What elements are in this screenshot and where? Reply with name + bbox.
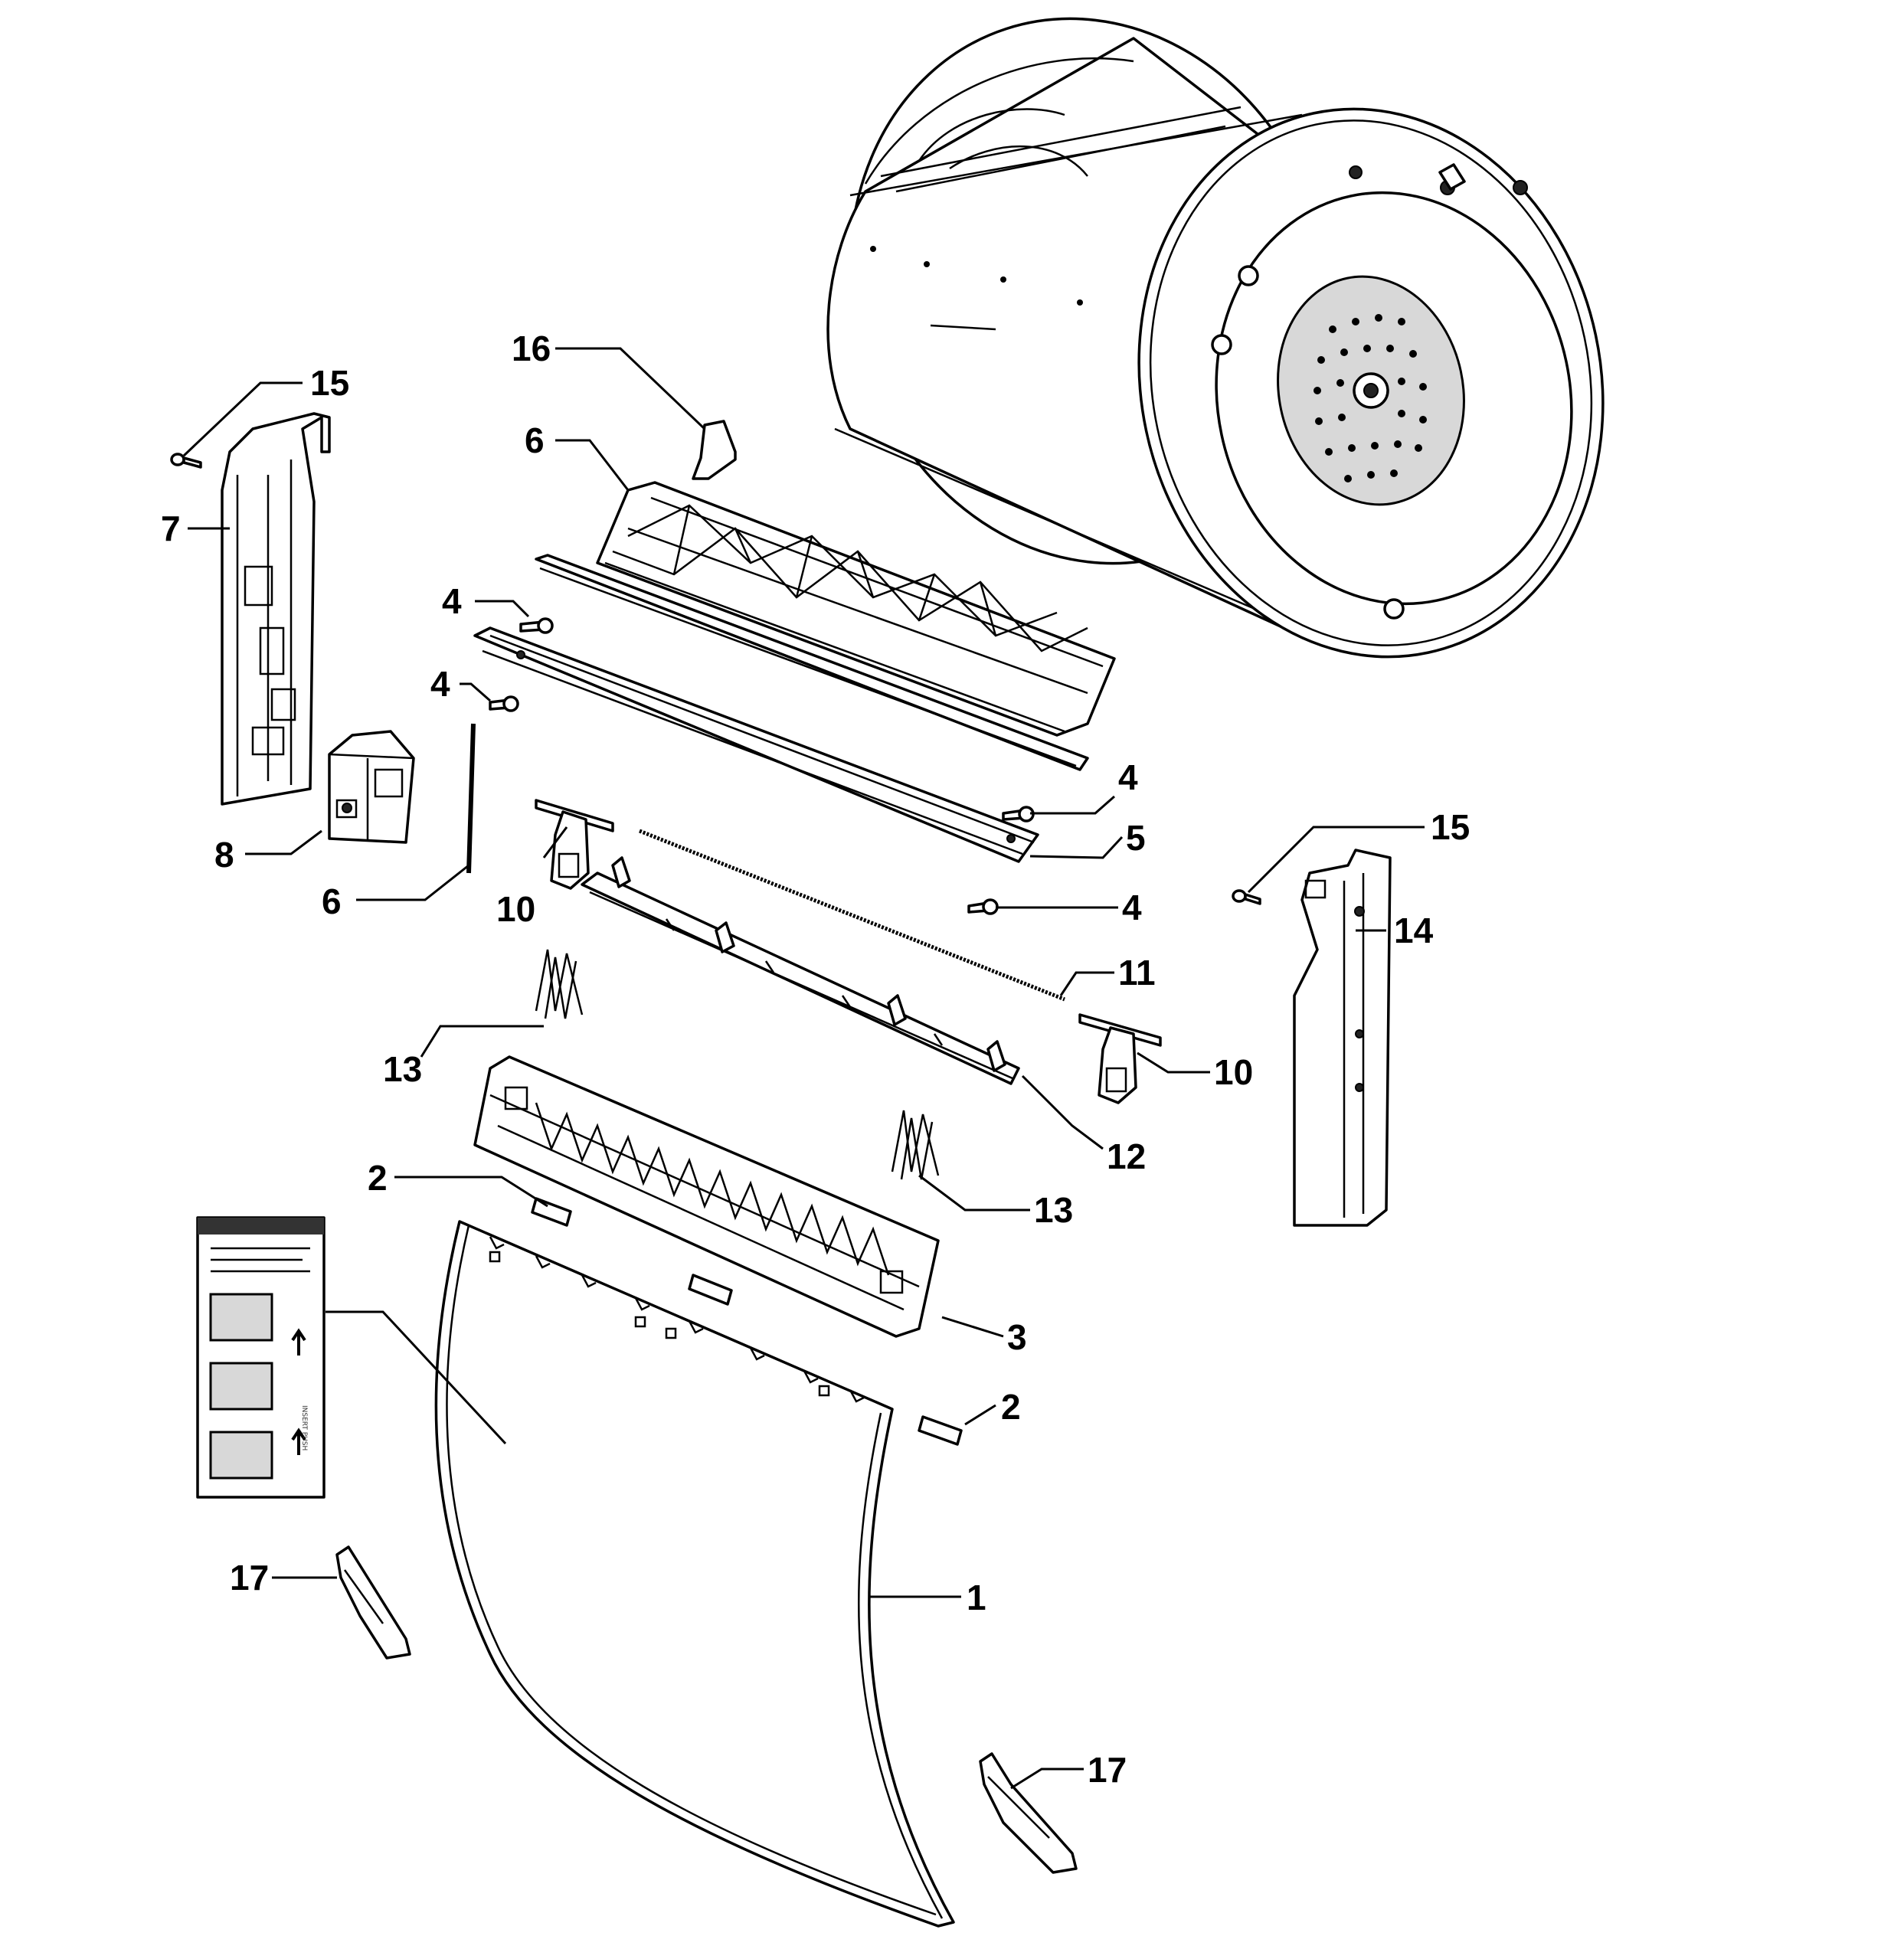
part-4-screw-d <box>967 898 999 915</box>
callout-2-top: 2 <box>368 1158 388 1198</box>
upper-rail <box>535 554 1089 771</box>
callout-13-left: 13 <box>383 1049 422 1089</box>
part-4-screw-b <box>489 695 519 712</box>
drum-assembly <box>826 17 1605 659</box>
part-12-baffle <box>581 856 1020 1085</box>
callout-4-c: 4 <box>1118 757 1138 797</box>
callout-10-right: 10 <box>1214 1052 1253 1092</box>
part-3-lattice-panel <box>473 1055 940 1338</box>
part-16-clip <box>692 420 737 480</box>
part-10-hanger-left <box>535 799 614 890</box>
callout-4-d: 4 <box>1122 888 1142 927</box>
part-4-screw-c <box>1002 806 1035 822</box>
part-2-pin-mid <box>688 1274 733 1306</box>
part-13-spring-left <box>535 949 584 1019</box>
part-6-filter-frame <box>596 481 1116 737</box>
callout-16: 16 <box>512 329 551 368</box>
callout-3: 3 <box>1007 1317 1027 1357</box>
part-8-switch <box>328 730 415 844</box>
leader-lines <box>182 347 1425 1790</box>
callout-1: 1 <box>967 1578 986 1617</box>
callout-6-rod: 6 <box>322 881 342 921</box>
part-2-pin-top <box>531 1197 572 1227</box>
grille-holes <box>1313 314 1427 482</box>
part-5-rail <box>473 626 1039 863</box>
callout-5: 5 <box>1126 818 1146 858</box>
callout-10-left: 10 <box>496 889 535 929</box>
callout-13-right: 13 <box>1034 1190 1073 1230</box>
callout-4-b: 4 <box>430 664 450 704</box>
part-4-screw-a <box>519 617 554 634</box>
part-7-left-bracket <box>221 412 331 806</box>
part-17-glide-left <box>335 1545 411 1660</box>
callout-2-bottom: 2 <box>1001 1387 1021 1427</box>
callout-6-frame: 6 <box>525 420 545 460</box>
callout-7: 7 <box>161 509 181 548</box>
callout-15-left: 15 <box>310 363 349 403</box>
label-arrow-text: INSERT PUSH <box>300 1405 308 1450</box>
callout-12: 12 <box>1107 1136 1146 1176</box>
part-14-right-bracket <box>1293 849 1392 1227</box>
callout-14: 14 <box>1394 911 1434 950</box>
part-13-spring-right <box>891 1110 940 1180</box>
callout-11: 11 <box>1118 953 1156 993</box>
part-1-drum-shell <box>434 1220 955 1928</box>
part-10-hanger-right <box>1078 1013 1162 1104</box>
callout-4-a: 4 <box>442 581 462 621</box>
instruction-label: INSERT PUSH <box>196 1216 326 1499</box>
callout-15-right: 15 <box>1431 807 1470 847</box>
part-11-wire <box>639 829 1065 1002</box>
part-6-rod <box>466 723 476 874</box>
callout-numbers: 15 7 8 6 16 6 4 4 4 4 5 10 10 11 12 13 1… <box>161 329 1470 1790</box>
part-17-glide-right <box>979 1752 1078 1874</box>
part-15-screw-right <box>1232 889 1261 905</box>
part-2-pin-bottom <box>918 1415 963 1446</box>
part-15-screw-left <box>170 453 202 469</box>
callout-17-right: 17 <box>1088 1750 1127 1790</box>
callout-8: 8 <box>214 835 234 875</box>
callout-17-left: 17 <box>230 1558 269 1598</box>
